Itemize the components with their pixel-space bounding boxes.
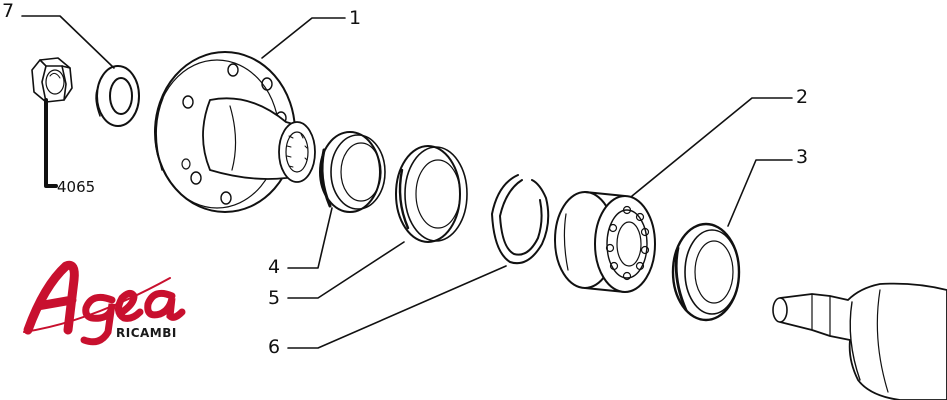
callout-6: 6 bbox=[268, 336, 281, 358]
callout-4: 4 bbox=[268, 256, 281, 278]
callout-5: 5 bbox=[268, 287, 281, 309]
callout-7: 7 bbox=[2, 0, 15, 22]
callout-2: 2 bbox=[796, 86, 809, 108]
seal-ring-icon bbox=[319, 131, 386, 213]
cv-joint-icon bbox=[772, 282, 947, 400]
part-code-label: 4065 bbox=[57, 178, 96, 196]
callout-3: 3 bbox=[796, 146, 809, 168]
spacer-ring-icon bbox=[395, 145, 468, 243]
double-row-ball-bearing-icon bbox=[554, 191, 656, 293]
callout-1: 1 bbox=[349, 7, 362, 29]
seal-ring-icon bbox=[671, 222, 741, 322]
hub-nut-icon bbox=[31, 57, 73, 103]
logo-subtitle: RICAMBI bbox=[116, 326, 177, 340]
wheel-hub-icon bbox=[154, 51, 316, 213]
washer-icon bbox=[95, 65, 140, 127]
agea-logo bbox=[23, 260, 186, 346]
leader-lines bbox=[21, 15, 793, 349]
snap-ring-icon bbox=[491, 174, 550, 265]
